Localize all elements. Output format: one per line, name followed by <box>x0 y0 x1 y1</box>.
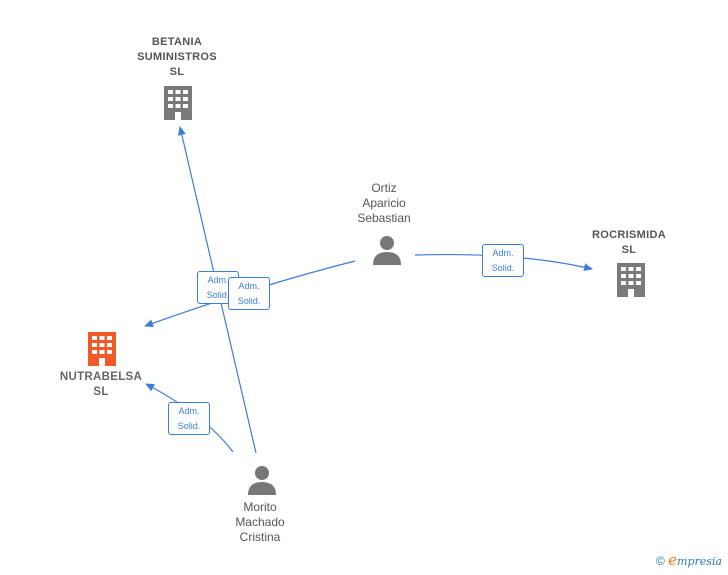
building-icon[interactable] <box>617 263 645 297</box>
label-line: NUTRABELSA <box>59 371 143 383</box>
edge-label-ortiz-rocrismida[interactable]: Adm. Solid. <box>482 244 524 277</box>
node-label-rocrismida[interactable]: ROCRISMIDA SL <box>580 228 678 258</box>
copyright-symbol: © <box>655 554 665 568</box>
label-line: Cristina <box>239 530 281 544</box>
edge-label-line: Adm. <box>492 248 514 258</box>
building-icon[interactable] <box>164 86 192 120</box>
edge-label-line: Adm. <box>207 275 229 285</box>
label-line: Morito <box>243 500 277 514</box>
label-line: BETANIA <box>151 36 203 48</box>
label-line: Sebastian <box>357 211 411 225</box>
edge-label-ortiz-nutrabelsa[interactable]: Adm. Solid. <box>228 277 270 310</box>
edge-label-line: Solid. <box>177 421 201 431</box>
node-label-morito-machado-cristina[interactable]: Morito Machado Cristina <box>216 500 304 545</box>
node-label-nutrabelsa[interactable]: NUTRABELSA SL <box>46 370 156 400</box>
label-line: SL <box>169 66 185 78</box>
brand-logo-initial: e <box>668 551 678 569</box>
label-line: Machado <box>235 515 285 529</box>
edge-label-line: Solid. <box>491 263 515 273</box>
edge-label-line: Solid. <box>237 296 261 306</box>
label-line: Ortiz <box>371 181 397 195</box>
label-line: ROCRISMIDA <box>592 229 666 241</box>
edge-label-line: Adm. <box>238 281 260 291</box>
node-label-betania-suministros[interactable]: BETANIA SUMINISTROS SL <box>118 35 236 80</box>
person-icon[interactable] <box>373 236 401 265</box>
edge-label-line: Adm. <box>178 406 200 416</box>
label-line: SL <box>621 244 637 256</box>
building-icon[interactable] <box>88 332 116 366</box>
label-line: SL <box>93 386 109 398</box>
label-line: Aparicio <box>362 196 406 210</box>
copyright-footer[interactable]: © empresia <box>656 551 722 569</box>
node-label-ortiz-aparicio-sebastian[interactable]: Ortiz Aparicio Sebastian <box>340 181 428 226</box>
edge-label-line: Solid. <box>206 290 230 300</box>
label-line: SUMINISTROS <box>137 51 217 63</box>
edge-label-morito-nutrabelsa[interactable]: Adm. Solid. <box>168 402 210 435</box>
brand-logo-text: mpresia <box>677 555 722 568</box>
person-icon[interactable] <box>248 466 276 495</box>
